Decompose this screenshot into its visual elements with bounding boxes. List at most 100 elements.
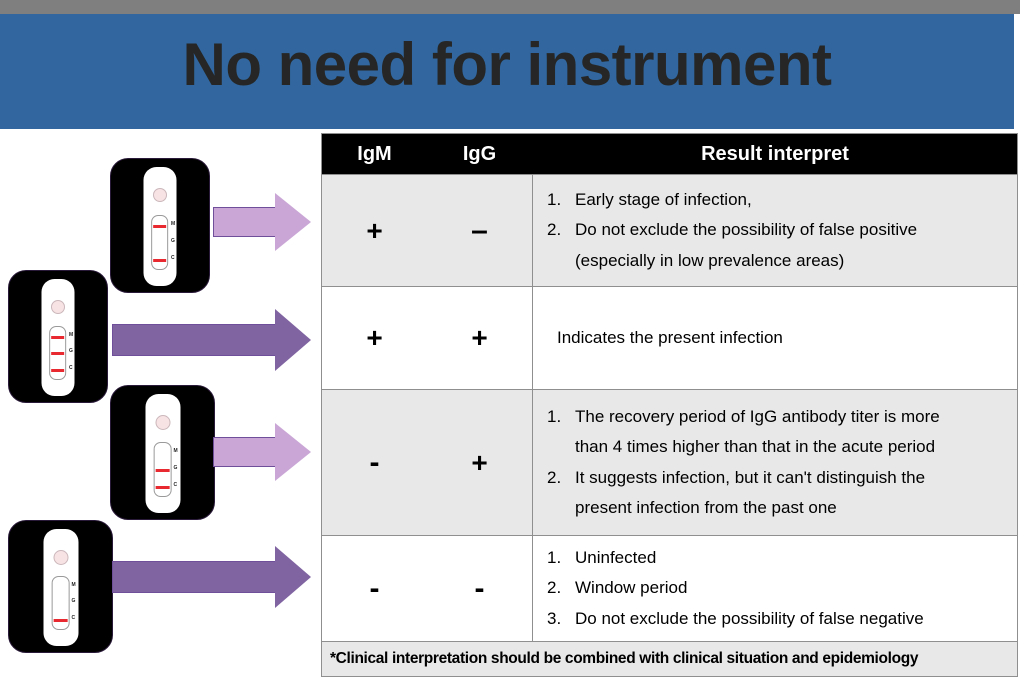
arrow-head <box>275 546 311 608</box>
interpretation-line: 2.(especially in low prevalence areas) <box>547 246 1007 276</box>
result-marks-cell: -+ <box>322 390 533 535</box>
igg-result-mark: + <box>471 322 488 353</box>
result-interpretation-cell: 1. Uninfected 2. Window period 3. Do not excl… <box>533 536 1017 641</box>
result-window <box>153 442 172 497</box>
list-number: 1. <box>547 548 562 568</box>
cassette-igm-neg-igg-neg: M G C <box>8 520 113 653</box>
interpretation-line: 1.than 4 times higher than that in the a… <box>547 432 1007 462</box>
list-number: 1. <box>547 407 562 426</box>
arrow-shaft <box>112 561 275 593</box>
result-interpretation-cell: Indicates the present infection <box>557 328 783 347</box>
sample-well <box>53 550 68 565</box>
title-banner <box>0 14 1014 129</box>
list-text: than 4 times higher than that in the acu… <box>575 437 936 457</box>
result-interpretation-cell: 1. The recovery period of IgG antibody ti… <box>533 390 1017 535</box>
igg-result-mark: - <box>474 571 485 605</box>
interpretation-table: IgM IgG Result interpret +–1.Early stage… <box>321 133 1018 677</box>
list-number: 2. <box>547 578 562 598</box>
igm-result-mark: + <box>366 322 383 353</box>
interpretation-line: 1. Uninfected <box>547 543 1007 573</box>
test-band-c <box>155 486 170 489</box>
band-label-m: M <box>71 582 76 588</box>
result-interpretation-cell: 1. Early stage of infection, 2. Do not excl… <box>533 175 1017 286</box>
table-row: -+1.The recovery period of IgG antibody … <box>322 389 1017 535</box>
test-band-g <box>51 352 65 355</box>
list-text: Window period <box>575 578 688 598</box>
result-marks-cell: -- <box>322 536 533 641</box>
arrow-shaft <box>213 207 275 237</box>
interpretation-line: 3. Do not exclude the possibility of fals… <box>547 604 1007 634</box>
sample-well <box>153 188 167 202</box>
list-text: Do not exclude the possibility of false … <box>575 608 924 628</box>
table-footnote: *Clinical interpretation should be combi… <box>322 641 1017 676</box>
interpretation-line: 1. Early stage of infection, <box>547 185 1007 215</box>
interpretation-line: 2. It suggests infection, but it can't di… <box>547 463 1007 493</box>
interpretation-line: 1. The recovery period of IgG antibody ti… <box>547 402 1007 432</box>
band-label-c: C <box>171 255 175 261</box>
cassette-igm-pos-igg-neg: M G C <box>110 158 210 293</box>
band-label-c: C <box>71 615 76 621</box>
page-title: No need for instrument <box>182 31 832 98</box>
list-text: Do not exclude the possibility of false … <box>575 220 918 240</box>
top-gray-bar <box>0 0 1020 14</box>
list-text: (especially in low prevalence areas) <box>575 250 845 270</box>
arrow-shaft <box>112 324 275 356</box>
interpretation-line: 2. Do not exclude the possibility of fals… <box>547 215 1007 245</box>
list-text: present infection from the past one <box>575 497 837 517</box>
test-band-g <box>53 602 67 605</box>
test-band-c <box>53 619 68 622</box>
list-number: 3. <box>547 608 562 628</box>
result-marks-cell: ++ <box>322 287 533 389</box>
list-text: The recovery period of IgG antibody tite… <box>575 407 940 426</box>
list-number: 1. <box>547 190 562 210</box>
test-band-g <box>155 469 170 472</box>
list-text: Early stage of infection, <box>575 190 752 210</box>
test-band-m <box>153 225 167 228</box>
table-row: +–1.Early stage of infection,2.Do not ex… <box>322 174 1017 286</box>
result-window <box>49 326 67 380</box>
arrow-head <box>275 309 311 371</box>
band-label-g: G <box>71 598 76 604</box>
table-header-row: IgM IgG Result interpret <box>322 134 1017 174</box>
test-band-m <box>53 586 67 589</box>
igm-result-mark: - <box>369 571 380 605</box>
band-label-c: C <box>173 482 178 488</box>
list-text: Uninfected <box>575 548 657 568</box>
sample-well <box>155 415 170 430</box>
band-label-g: G <box>69 348 73 354</box>
arrow-shaft <box>213 437 275 467</box>
sample-well <box>51 300 65 314</box>
list-number: 2. <box>547 220 562 240</box>
column-header-igg: IgG <box>462 142 497 165</box>
band-label-g: G <box>171 238 175 244</box>
igm-result-mark: - <box>369 445 380 479</box>
cassette-igm-neg-igg-pos: M G C <box>110 385 215 520</box>
table-row: ++Indicates the present infection <box>322 286 1017 389</box>
igm-result-mark: + <box>366 214 383 246</box>
band-label-m: M <box>69 332 74 338</box>
interpretation-line: 2.present infection from the past one <box>547 493 1007 523</box>
interpretation-line: 2. Window period <box>547 573 1007 603</box>
band-label-m: M <box>173 448 178 454</box>
band-label-g: G <box>173 465 178 471</box>
igg-result-mark: + <box>471 446 488 478</box>
band-label-m: M <box>171 221 176 227</box>
result-marks-cell: +– <box>322 175 533 286</box>
column-header-igm: IgM <box>357 142 392 165</box>
column-header-result: Result interpret <box>701 142 849 165</box>
arrow-head <box>275 423 311 481</box>
test-band-m <box>155 452 169 455</box>
list-text: It suggests infection, but it can't dist… <box>575 467 926 487</box>
list-number: 2. <box>547 467 562 487</box>
result-window <box>51 576 70 630</box>
test-band-c <box>153 259 167 262</box>
arrow-head <box>275 193 311 251</box>
test-band-m <box>51 336 65 339</box>
igg-result-mark: – <box>471 213 488 247</box>
test-band-c <box>51 369 65 372</box>
table-body: +–1.Early stage of infection,2.Do not ex… <box>322 174 1017 641</box>
